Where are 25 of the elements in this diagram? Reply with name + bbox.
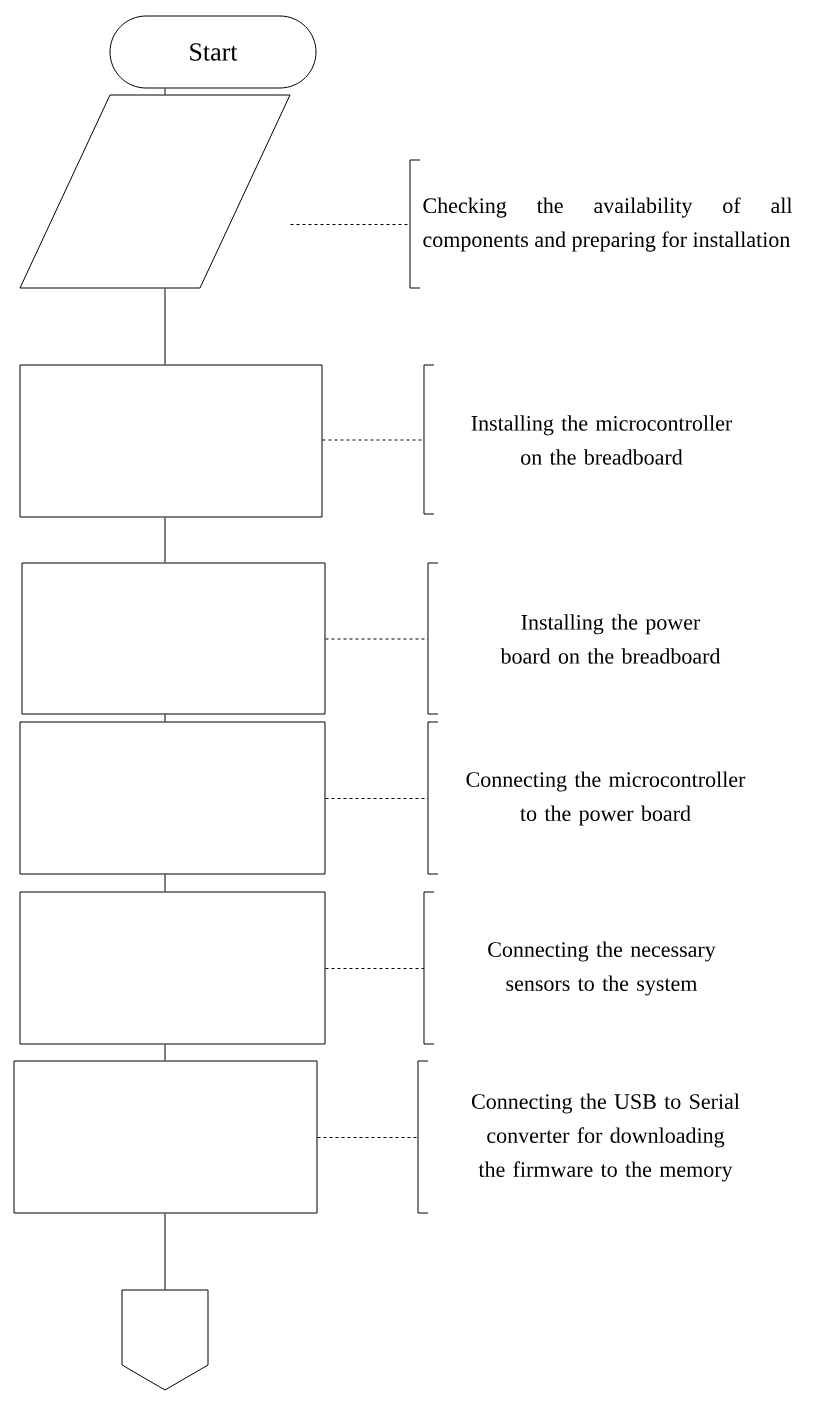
leader-line: [325, 798, 429, 799]
flow-line: [164, 288, 166, 365]
leader-line: [317, 1137, 419, 1138]
off-page-connector: [121, 1289, 209, 1391]
flow-line: [164, 714, 166, 722]
flow-line: [164, 1213, 166, 1290]
annotation-bracket: Connecting the USB to Serial converter for downloading the firmware to the memory: [417, 1060, 740, 1214]
terminal: Start: [109, 15, 317, 89]
process-box: [13, 1060, 318, 1214]
leader-line: [325, 968, 425, 969]
input-parallelogram: [19, 94, 291, 289]
process-box: [19, 721, 326, 875]
flow-line: [164, 1044, 166, 1061]
annotation-bracket: Installing the power board on the breadboard: [427, 562, 721, 715]
flow-line: [164, 88, 166, 95]
annotation-bracket: Checking the availability of all components and preparing for installation: [409, 159, 793, 289]
flow-line: [164, 874, 166, 892]
annotation-bracket: Connecting the microcontroller to the power board: [427, 721, 746, 875]
annotation-bracket: Connecting the necessary sensors to the system: [423, 891, 716, 1045]
leader-line: [325, 638, 429, 640]
annotation-bracket: Installing the microcontroller on the breadboard: [423, 364, 733, 515]
process-box: [21, 562, 326, 715]
process-box: [19, 891, 326, 1045]
flow-line: [164, 517, 166, 563]
process-box: [19, 364, 323, 518]
